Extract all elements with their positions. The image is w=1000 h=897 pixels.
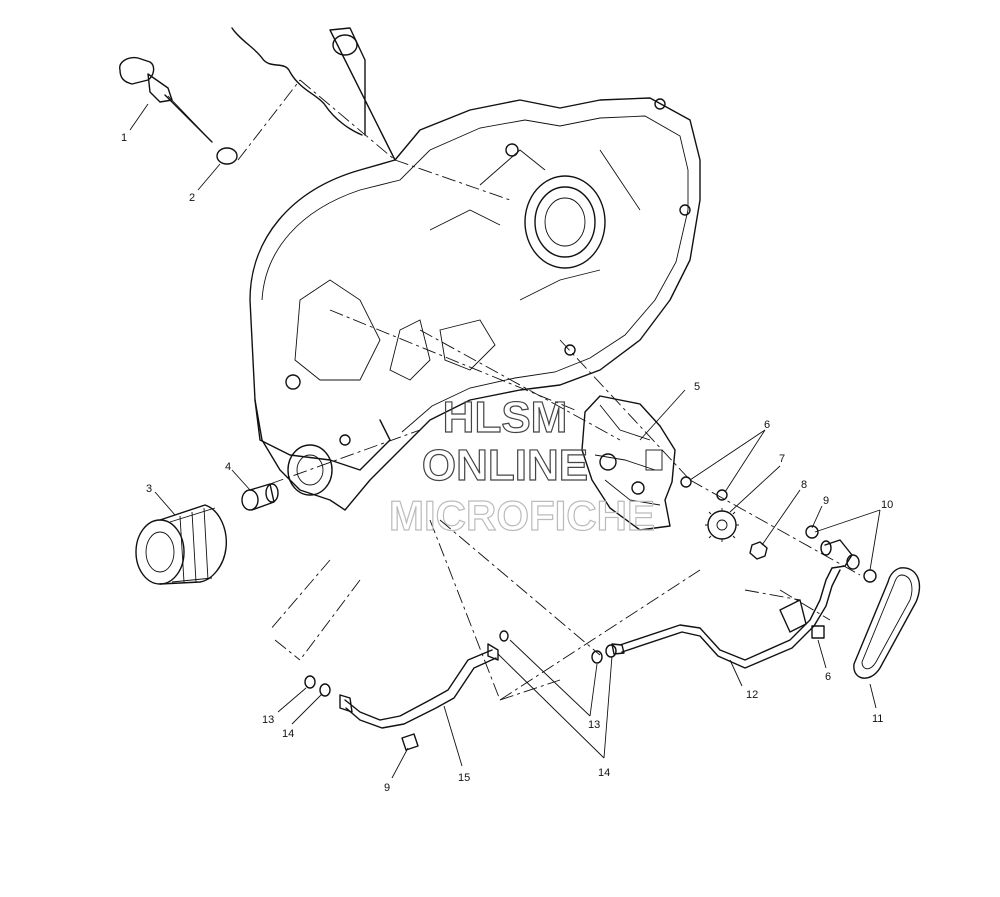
callout-10: 10 — [881, 499, 893, 511]
callout-8: 8 — [801, 479, 807, 491]
crankcase — [231, 27, 701, 511]
callout-11: 11 — [872, 713, 883, 725]
banjo-bolt — [401, 733, 419, 751]
leader-lines — [129, 103, 881, 779]
drive-chain — [853, 567, 921, 679]
washer-14b — [605, 644, 617, 658]
watermark-line-2: ONLINE — [422, 441, 588, 490]
callout-3: 3 — [146, 483, 152, 495]
callout-5: 5 — [694, 381, 700, 393]
sprocket-nut — [749, 541, 768, 560]
oil-pump — [581, 395, 676, 531]
callout-14b: 14 — [598, 767, 610, 779]
pump-bolt-6c — [811, 625, 825, 639]
o-ring-pipe — [499, 630, 509, 642]
dipstick-o-ring — [216, 147, 238, 165]
watermark-line-1: HLSM — [443, 393, 568, 442]
washer-13b — [591, 650, 603, 664]
elbow-fitting — [820, 539, 860, 570]
oil-line-15 — [339, 643, 499, 729]
callout-4: 4 — [225, 461, 231, 473]
watermark-line-3: MICROFICHE — [389, 492, 655, 539]
callout-13a: 13 — [262, 714, 274, 726]
callout-2: 2 — [189, 192, 195, 204]
watermark: HLSM ONLINE MICROFICHE — [388, 392, 655, 539]
washer-14a — [319, 683, 331, 697]
sprocket-washer — [805, 525, 819, 539]
callout-12: 12 — [746, 689, 758, 701]
callout-9a: 9 — [823, 495, 829, 507]
fitting-o-ring — [863, 569, 877, 583]
filter-nipple — [241, 483, 279, 511]
pump-sprocket — [705, 508, 739, 542]
oil-filter — [135, 504, 227, 585]
callout-1: 1 — [121, 132, 127, 144]
callout-numbers: 1 2 3 4 5 6 6 7 8 9 9 10 11 12 13 13 14 … — [121, 132, 893, 794]
callout-6a: 6 — [764, 419, 770, 431]
callout-7: 7 — [779, 453, 785, 465]
pump-bolt-6a — [680, 476, 692, 488]
dipstick — [119, 56, 213, 143]
callout-13b: 13 — [588, 719, 600, 731]
callout-14a: 14 — [282, 728, 294, 740]
callout-6b: 6 — [825, 671, 831, 683]
washer-13a — [304, 675, 316, 689]
oil-line-12 — [611, 567, 841, 669]
callout-9b: 9 — [384, 782, 390, 794]
callout-15: 15 — [458, 772, 470, 784]
assembly-centerlines — [237, 79, 861, 701]
